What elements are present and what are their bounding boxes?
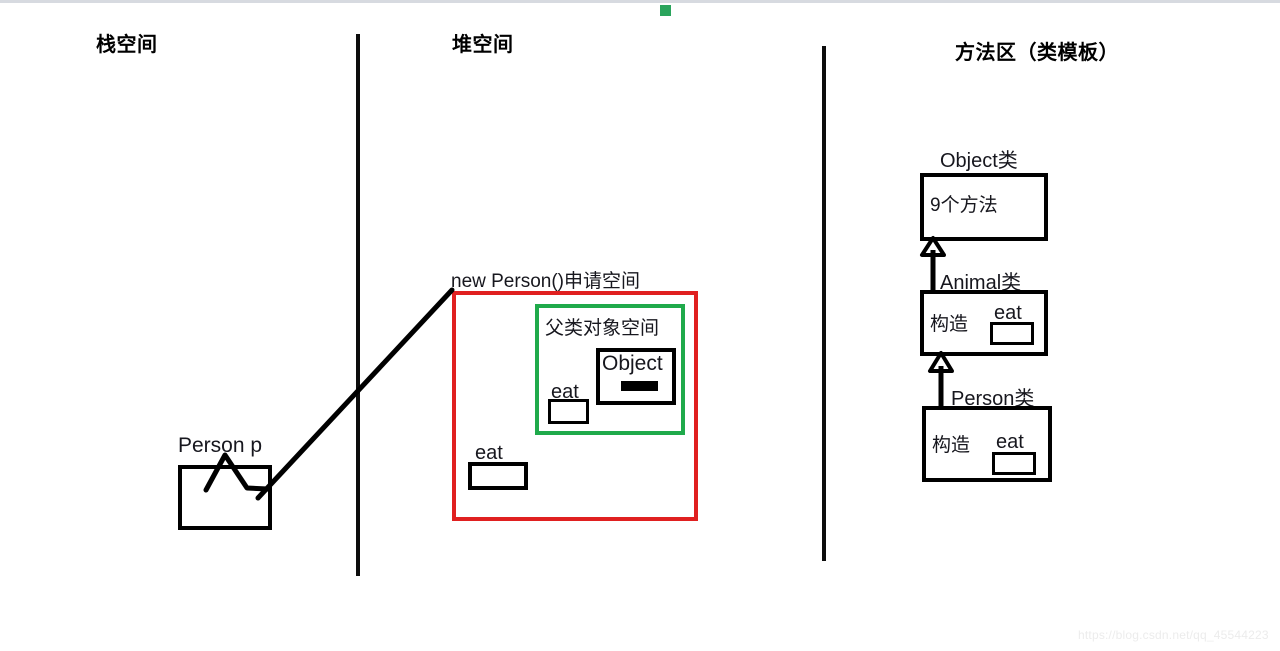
heap-method-divider (822, 46, 826, 561)
animal-class-label: Animal类 (940, 272, 1022, 294)
object-class-box (920, 173, 1048, 241)
object-class-label: Object类 (940, 150, 1018, 172)
person-class-label: Person类 (951, 388, 1035, 410)
animal-class-member-1: eat (994, 302, 1022, 324)
object-method-slot-bar (621, 381, 658, 391)
object-class-member-0: 9个方法 (930, 195, 998, 216)
method-area-title: 方法区（类模板） (955, 42, 1119, 64)
stack-variable-label: Person p (178, 434, 263, 457)
stack-variable-box (178, 465, 272, 530)
stack-area-title: 栈空间 (96, 34, 158, 56)
heap-area-title: 堆空间 (452, 34, 514, 56)
watermark: https://blog.csdn.net/qq_45544223 (1078, 628, 1269, 642)
animal-class-box (920, 290, 1048, 356)
parent-object-space-box (535, 304, 685, 435)
person-class-member-0: 构造 (932, 435, 971, 456)
child-eat-label: eat (475, 442, 503, 464)
person-class-member-1: eat (996, 431, 1024, 453)
parent-eat-box (548, 399, 589, 424)
person-eat-box (992, 452, 1036, 475)
object-instance-label: Object (602, 352, 663, 375)
person-class-box (922, 406, 1052, 482)
stack-heap-divider (356, 34, 360, 576)
top-border-strip (0, 0, 1280, 3)
parent-object-space-label: 父类对象空间 (545, 318, 660, 339)
heap-allocation-label: new Person()申请空间 (451, 271, 640, 292)
reference-pointer-line (255, 287, 455, 501)
animal-class-member-0: 构造 (930, 314, 969, 335)
parent-eat-label: eat (551, 381, 579, 403)
animal-eat-box (990, 322, 1034, 345)
child-eat-box (468, 462, 528, 490)
object-instance-box (596, 348, 676, 405)
green-square-marker (660, 5, 671, 16)
